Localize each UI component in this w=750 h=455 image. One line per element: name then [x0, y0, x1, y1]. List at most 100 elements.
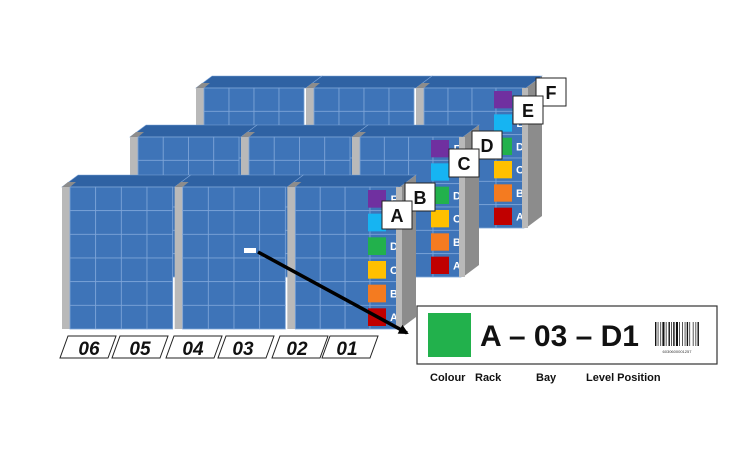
storage-bin [294, 304, 321, 330]
rack-upright [287, 187, 296, 329]
storage-bin [207, 257, 235, 283]
barcode-bar [655, 322, 657, 346]
storage-bin [324, 136, 351, 161]
storage-bin [294, 186, 321, 212]
rack-upright-top [174, 182, 189, 187]
rack-top-face [240, 124, 369, 138]
rack-tag-e: E [512, 95, 544, 125]
storage-bin [319, 233, 346, 259]
level-colour-marker [431, 163, 449, 181]
barcode-bar [662, 322, 665, 346]
level-letter: D [516, 141, 524, 153]
storage-bin [95, 210, 122, 235]
storage-bin [248, 136, 275, 161]
storage-bin [344, 233, 371, 259]
barcode-bar [665, 322, 667, 346]
rack-tag-f-text: F [546, 83, 557, 103]
bay-number-01-text: 01 [336, 339, 357, 360]
barcode-bar [673, 322, 675, 346]
rack-top-face [415, 75, 543, 89]
storage-bin [207, 186, 235, 212]
storage-bin [120, 233, 148, 259]
storage-bin [69, 281, 97, 306]
storage-bin [319, 186, 346, 212]
storage-bin [203, 87, 230, 112]
level-colour-marker [494, 91, 512, 109]
storage-bin [207, 233, 235, 259]
selected-location-marker [244, 248, 256, 253]
level-colour-marker [494, 184, 512, 202]
level-letter: A [390, 312, 398, 324]
storage-bin [233, 304, 261, 330]
storage-bin [259, 210, 286, 235]
storage-bin [69, 257, 97, 283]
storage-bin [95, 281, 122, 306]
storage-bin [253, 87, 280, 112]
rack-upright [459, 137, 465, 277]
rack-tag-c: C [448, 148, 480, 178]
storage-bin [447, 87, 473, 112]
rack-top-face [129, 124, 258, 138]
storage-bin [423, 87, 449, 112]
barcode-number: 6030600001257 [663, 349, 693, 354]
rack-tag-d: D [471, 130, 503, 160]
rack-upright-top [196, 83, 210, 88]
storage-bin [233, 257, 261, 283]
bay-number-03-text: 03 [232, 339, 254, 360]
barcode-bar [686, 322, 689, 346]
rack-top-face [305, 75, 433, 89]
location-arrow [257, 250, 409, 335]
storage-bin [69, 233, 97, 259]
storage-bin [338, 87, 365, 112]
bay-number-01: 01 [321, 335, 379, 360]
storage-bin [344, 257, 371, 283]
bay-number-05: 05 [111, 335, 169, 360]
rack-upright-top [416, 83, 430, 88]
storage-bin [162, 136, 189, 161]
location-code: A – 03 – D1 [480, 320, 639, 353]
storage-bin [182, 233, 209, 259]
rack-top-face [195, 75, 323, 89]
storage-bin [95, 257, 122, 283]
level-letter: C [453, 214, 461, 226]
bay-number-04: 04 [165, 335, 223, 360]
storage-bin [120, 257, 148, 283]
location-label: A – 03 – D1 6030600001257 [416, 305, 718, 365]
level-colour-marker [431, 233, 449, 251]
barcode-bar [697, 322, 699, 346]
storage-bin [207, 304, 235, 330]
level-letter: A [516, 211, 524, 223]
storage-bin [95, 233, 122, 259]
storage-bin [146, 304, 174, 330]
storage-bin [146, 233, 174, 259]
storage-bin [95, 186, 122, 212]
rack-top-face [61, 174, 192, 188]
rack-tag-c-text: C [458, 154, 471, 174]
bay-number-04-text: 04 [182, 339, 204, 360]
level-colour-marker [431, 256, 449, 274]
level-letter: C [390, 265, 398, 277]
barcode-bar [657, 322, 659, 346]
storage-bin [299, 136, 326, 161]
barcode-bar [689, 322, 691, 346]
rack-upright [174, 187, 183, 329]
level-colour-marker [431, 210, 449, 228]
level-letter: D [453, 190, 461, 202]
level-letter: C [516, 165, 524, 177]
storage-bin [359, 136, 385, 161]
storage-bin [319, 210, 346, 235]
rack-upright [522, 88, 528, 228]
rack-upright-top [306, 83, 320, 88]
storage-bin [182, 304, 209, 330]
rack-upright-top [352, 132, 366, 137]
barcode-bar [679, 322, 680, 346]
caption-rack: Rack [475, 372, 502, 384]
level-letter: D [390, 241, 398, 253]
bay-number-02-text: 02 [286, 339, 308, 360]
bay-number-03: 03 [217, 335, 275, 360]
level-colour-marker [368, 284, 386, 303]
bay-number-06-text: 06 [78, 339, 100, 360]
storage-bin [259, 186, 286, 212]
bay-number-labels: 06 05 04 03 02 01 [59, 335, 379, 360]
